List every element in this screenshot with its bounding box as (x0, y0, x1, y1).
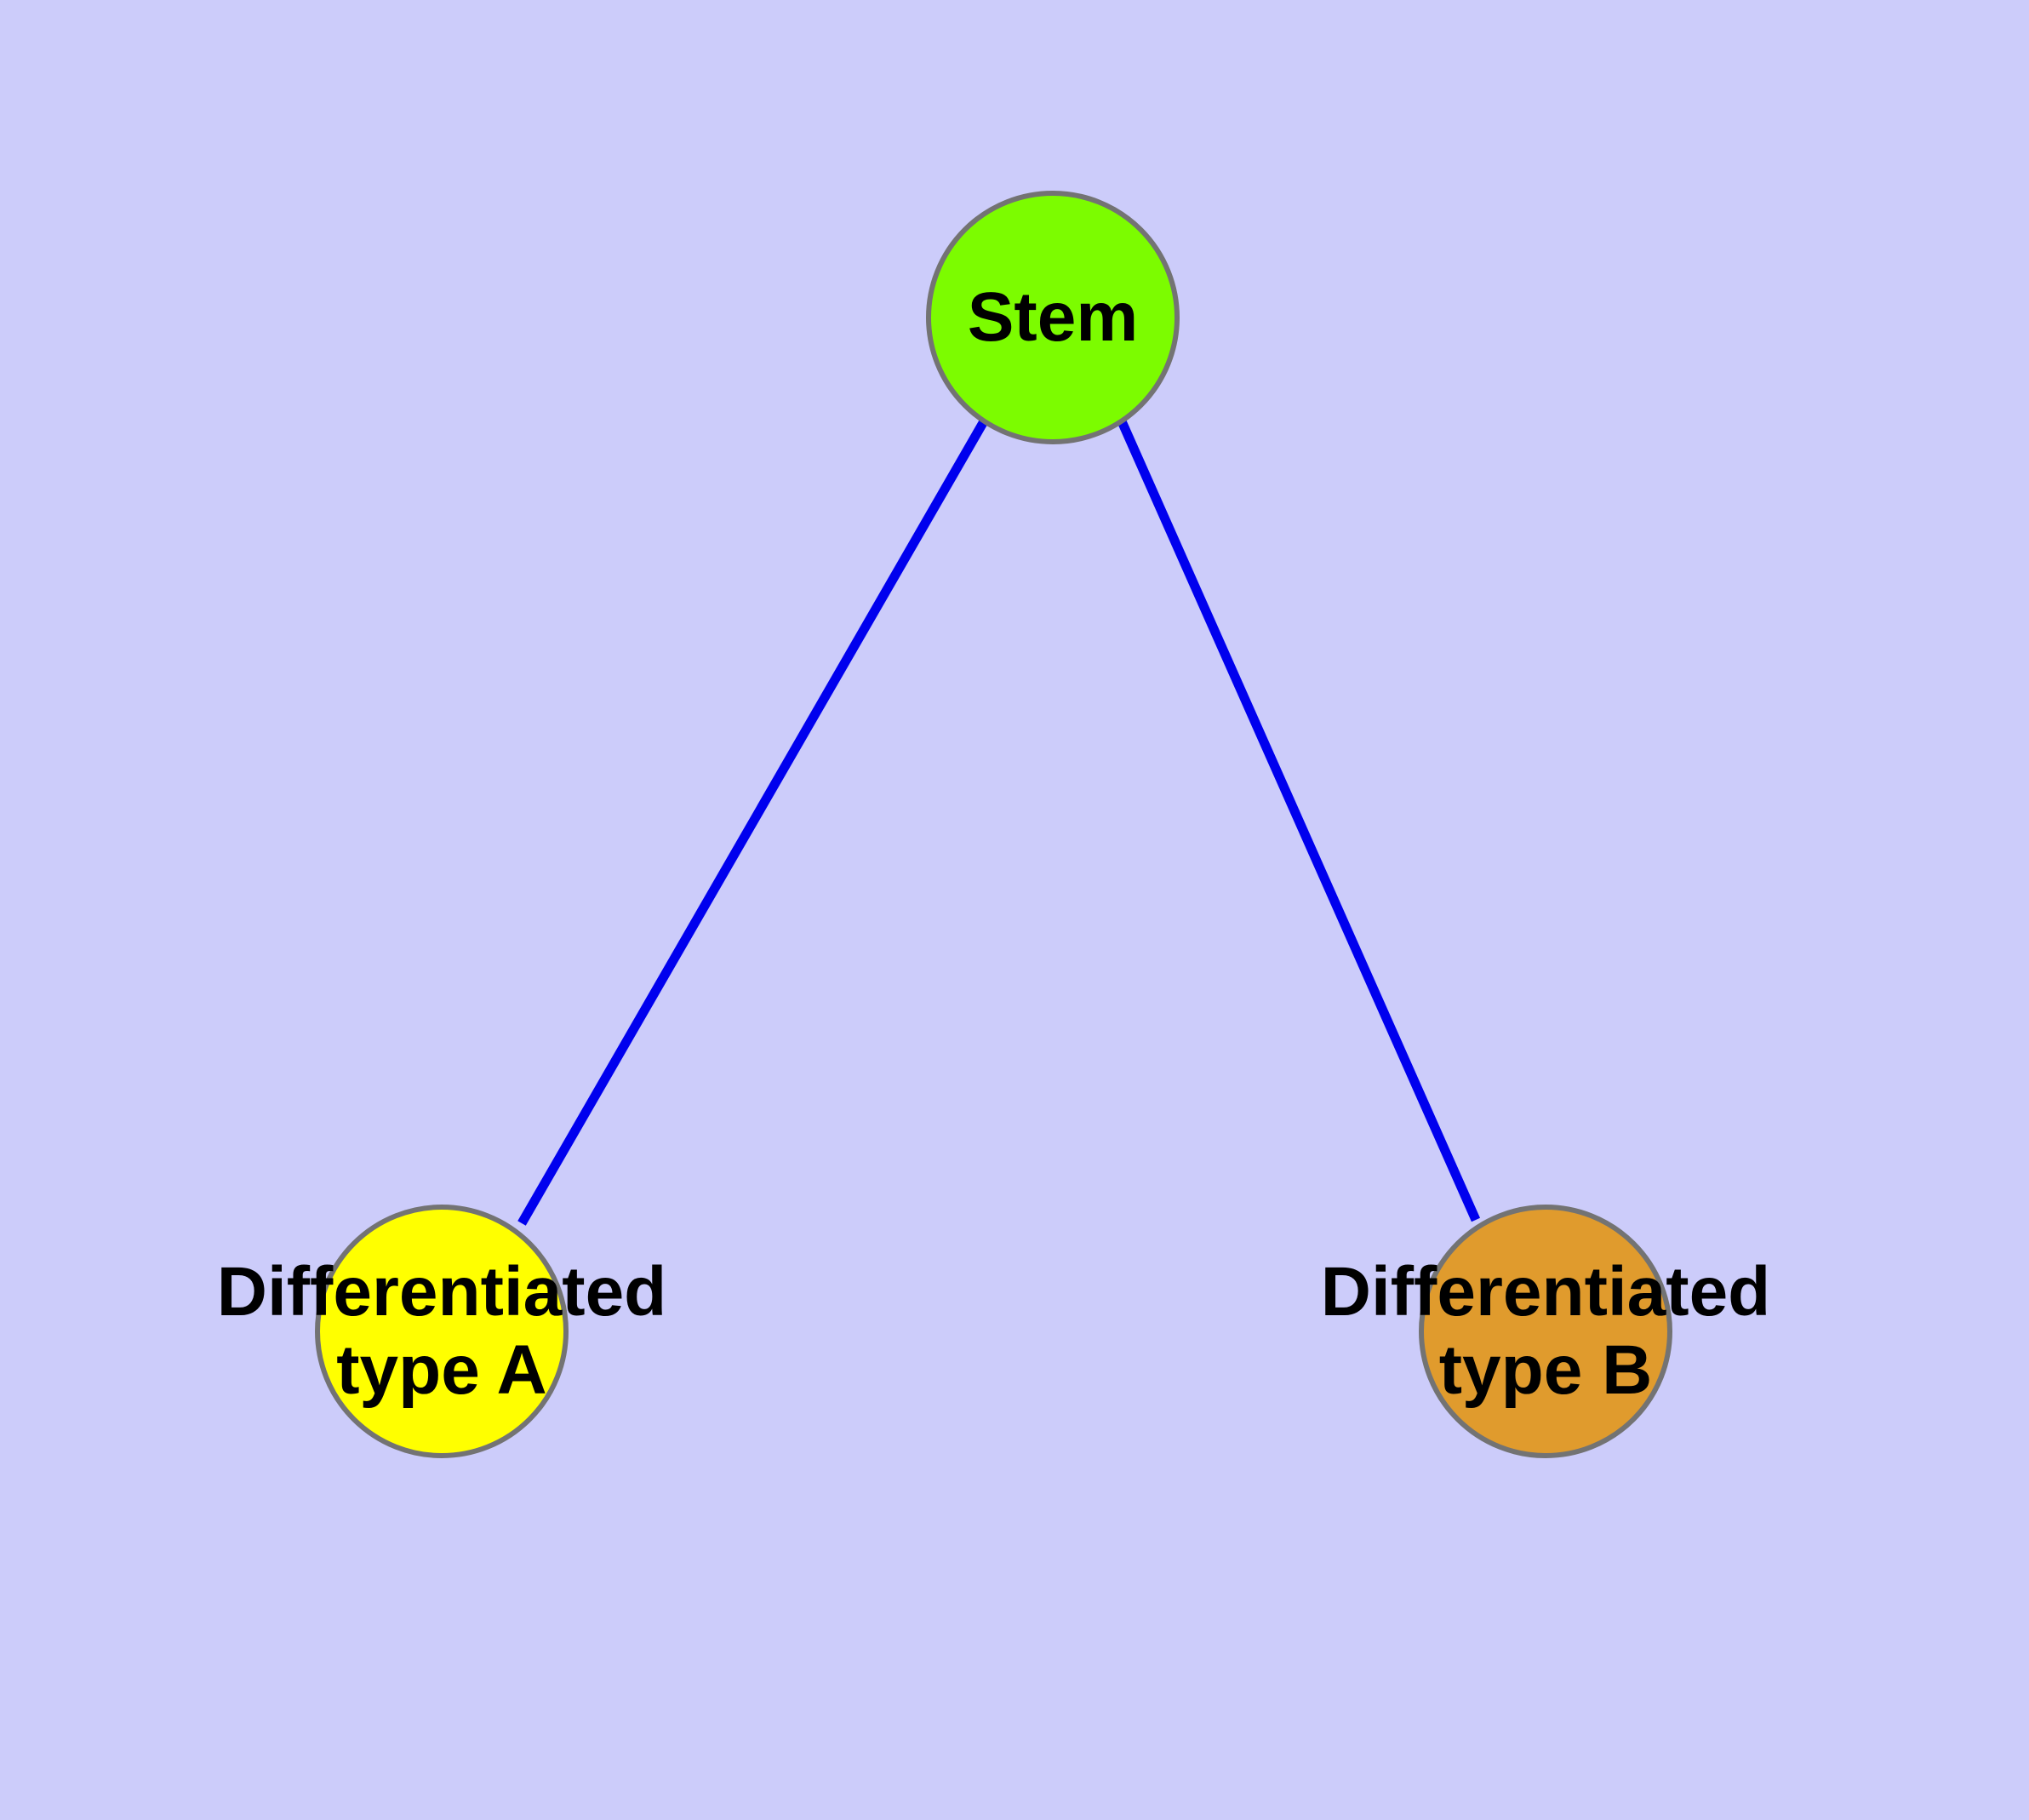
graph-edge[interactable] (517, 419, 988, 1226)
graph-edge[interactable] (1117, 419, 1481, 1222)
graph-node-stem[interactable] (926, 191, 1180, 444)
edges-layer (517, 419, 1481, 1226)
nodes-layer (315, 191, 1672, 1458)
graph-node-diff_b[interactable] (1419, 1205, 1672, 1458)
graph-node-diff_a[interactable] (315, 1205, 569, 1458)
